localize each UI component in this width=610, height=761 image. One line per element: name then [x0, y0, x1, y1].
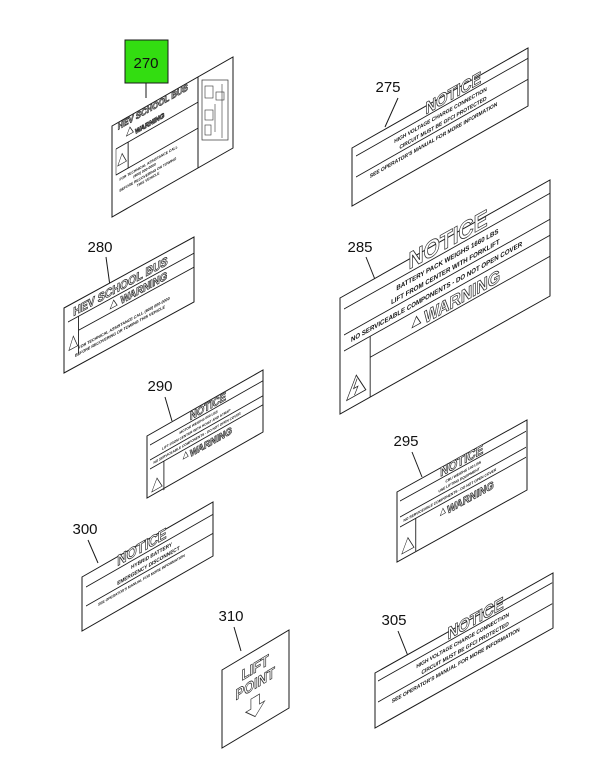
label-300-plate [81, 501, 214, 632]
callout-305[interactable]: 305 [381, 612, 406, 629]
label-285-rule-3 [344, 234, 550, 352]
callout-300[interactable]: 300 [72, 521, 97, 538]
electric-hazard-icon [345, 374, 367, 402]
label-285[interactable]: NOTICE BATTERY PACK WEIGHS 1660 LBS LIFT… [339, 169, 551, 415]
label-285-rule-4 [370, 255, 550, 358]
leader-280 [105, 256, 111, 287]
label-280[interactable]: HEV SCHOOL BUS WARNING FOR TECHNICAL ASS… [63, 236, 195, 374]
label-275-rule-1 [356, 57, 529, 157]
warning-triangle-icon [182, 451, 189, 460]
label-295-rule-2 [400, 446, 526, 518]
label-285-plate [339, 179, 551, 415]
label-295[interactable]: NOTICE CBU WEIGHS 140 LBS USE LIFTING EQ… [396, 417, 528, 563]
label-290-rule-3 [150, 404, 263, 470]
label-270-rule-2 [116, 127, 198, 176]
label-295-rule-3 [400, 456, 526, 528]
bus-schematic-icon [201, 79, 229, 141]
label-285-rule-1 [344, 192, 550, 310]
callout-275[interactable]: 275 [375, 79, 400, 96]
label-305-rule-2 [378, 603, 553, 703]
leader-285 [365, 256, 377, 283]
callout-270-highlight [124, 39, 169, 84]
callout-310[interactable]: 310 [218, 608, 243, 625]
leader-310 [233, 626, 242, 652]
leader-290 [164, 396, 173, 422]
label-275-rule-2 [356, 78, 529, 178]
warning-triangle-icon [125, 126, 134, 137]
label-270-rule-1 [116, 101, 198, 150]
leader-295 [411, 451, 423, 478]
label-300[interactable]: NOTICE HYBRID BATTERY EMERGENCY DISCONNE… [81, 498, 214, 632]
electric-hazard-icon [117, 152, 127, 167]
leader-305 [397, 630, 409, 657]
leader-275 [384, 97, 399, 128]
label-285-rule-2 [344, 218, 550, 336]
warning-triangle-icon [439, 507, 446, 517]
callout-295[interactable]: 295 [393, 433, 418, 450]
label-295-plate [396, 419, 528, 563]
callout-270[interactable]: 270 [124, 39, 169, 84]
label-310-plate [221, 629, 290, 749]
label-290-plate [146, 369, 264, 499]
label-310[interactable]: LIFT POINT [221, 629, 290, 749]
label-300-rule-2 [86, 532, 213, 607]
label-305[interactable]: NOTICE HIGH VOLTAGE CHARGE CONNECTION CI… [374, 566, 554, 729]
label-275-plate [351, 47, 529, 207]
callout-290[interactable]: 290 [147, 378, 172, 395]
label-290-rule-1 [150, 380, 263, 446]
leader-300 [87, 539, 99, 564]
lightning-bolt-icon [352, 378, 359, 396]
label-275[interactable]: NOTICE HIGH VOLTAGE CHARGE CONNECTION CI… [351, 41, 529, 207]
label-280-rule-1 [68, 252, 195, 323]
warning-triangle-icon [411, 315, 422, 329]
label-295-rule-1 [400, 430, 526, 502]
callout-280[interactable]: 280 [87, 239, 112, 256]
electric-hazard-icon [68, 335, 79, 352]
label-290-rule-2 [150, 395, 263, 461]
label-305-rule-1 [378, 582, 553, 682]
label-270-plate [111, 56, 234, 218]
callout-270-number: 270 [133, 55, 158, 72]
label-280-rule-2 [78, 266, 195, 331]
electric-hazard-icon [151, 477, 163, 493]
down-arrow-icon [244, 693, 266, 718]
electric-hazard-icon [401, 536, 415, 555]
callout-285[interactable]: 285 [347, 239, 372, 256]
label-300-rule-1 [86, 513, 213, 588]
label-305-plate [374, 572, 554, 729]
warning-triangle-icon [109, 299, 118, 310]
